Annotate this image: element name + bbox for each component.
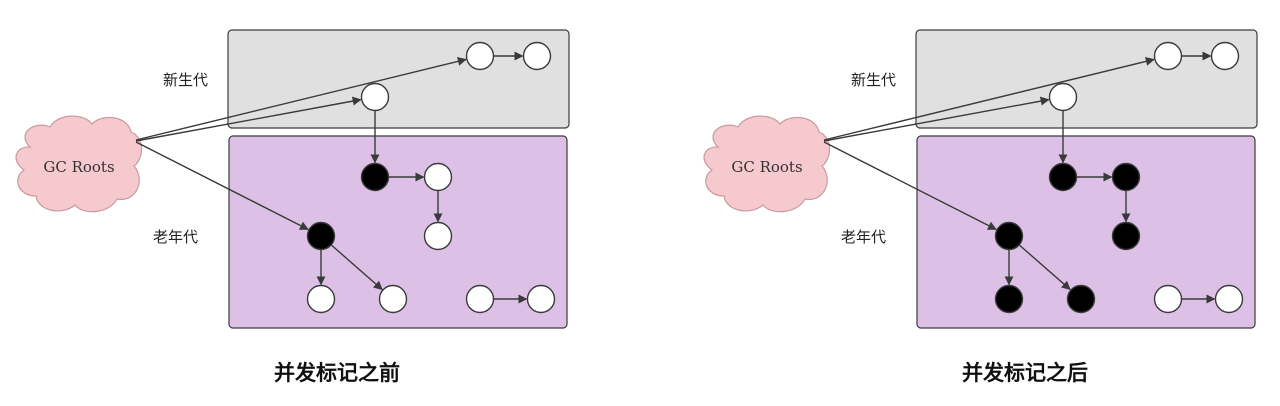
object-node-o7 [1153,284,1183,314]
object-node-y1 [465,41,495,71]
object-node-y3 [1048,82,1078,112]
panel-caption: 并发标记之后 [962,361,1088,385]
object-node-o5 [306,284,336,314]
object-node-o4 [994,221,1024,251]
object-node-o1 [1048,162,1078,192]
edge-roots-to-y1 [823,56,1155,141]
panel-caption: 并发标记之前 [274,361,400,385]
object-node-o8 [1214,284,1244,314]
object-node-o6 [1066,284,1096,314]
old-generation-label: 老年代 [841,228,886,246]
object-node-o1 [360,162,390,192]
panel-after: GC Roots 新生代 老年代 并发标记之后 [703,29,1258,385]
edge-o4-to-o6 [330,244,383,291]
object-node-y2 [522,41,552,71]
object-node-o6 [378,284,408,314]
object-nodes [994,41,1244,314]
object-node-o3 [1111,221,1141,251]
reference-edges [135,51,528,304]
object-node-o5 [994,284,1024,314]
object-node-o8 [526,284,556,314]
reference-edges [823,51,1216,304]
object-node-o7 [465,284,495,314]
old-generation-region [228,135,568,329]
edge-roots-to-y1 [135,56,467,141]
gc-roots-cloud [703,115,831,213]
object-node-o2 [1111,162,1141,192]
object-node-o3 [423,221,453,251]
edge-roots-to-o4 [135,141,309,231]
panel-before: GC Roots 新生代 老年代 并发标记之前 [15,29,570,385]
gc-roots-cloud [15,115,143,213]
edge-roots-to-y3 [135,96,362,142]
young-generation-region [915,29,1258,129]
old-generation-label: 老年代 [153,228,198,246]
gc-roots-label: GC Roots [731,158,802,176]
edge-roots-to-o4 [823,141,997,231]
young-generation-region [227,29,570,129]
young-generation-label: 新生代 [163,71,208,89]
object-nodes [306,41,556,314]
gc-roots-label: GC Roots [43,158,114,176]
object-node-o4 [306,221,336,251]
edge-o4-to-o6 [1018,244,1071,291]
object-node-o2 [423,162,453,192]
young-generation-label: 新生代 [851,71,896,89]
object-node-y2 [1210,41,1240,71]
old-generation-region [916,135,1256,329]
edge-roots-to-y3 [823,96,1050,142]
object-node-y1 [1153,41,1183,71]
object-node-y3 [360,82,390,112]
